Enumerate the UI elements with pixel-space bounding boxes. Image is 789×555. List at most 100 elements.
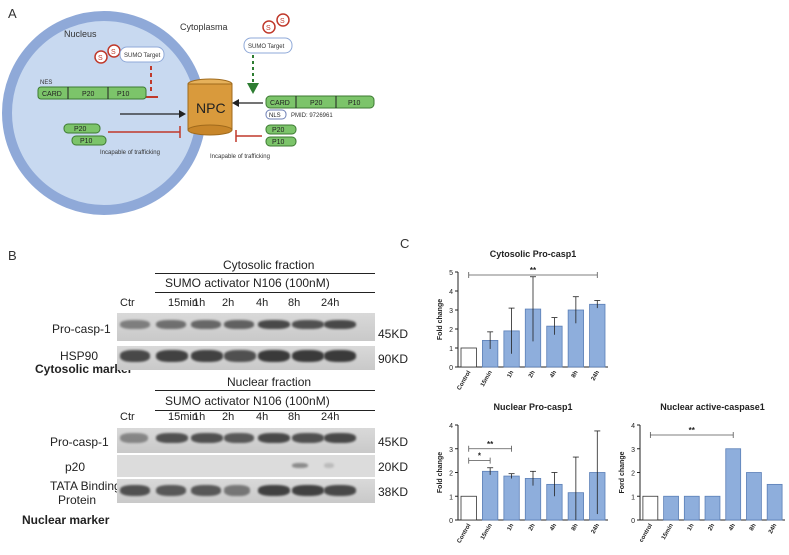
- incapable-label: Incapable of trafficking: [100, 150, 160, 156]
- x-tick-label: 4h: [549, 370, 558, 379]
- p20-fragment: [265, 124, 297, 135]
- pro-casp1-nuc-band: [324, 433, 356, 443]
- lane-ctr: Ctr: [120, 297, 135, 309]
- tbp-label-line1: TATA Binding: [50, 479, 121, 493]
- pro-casp1-cyto-band: [224, 320, 254, 329]
- kd-20: 20KD: [378, 460, 409, 474]
- bar-24h: [589, 303, 606, 368]
- chart-title: Cytosolic Pro-casp1: [490, 249, 577, 259]
- procaspase-bar: [265, 95, 375, 109]
- y-tick-label: 1: [449, 494, 453, 501]
- y-tick-label: 0: [449, 365, 453, 372]
- tbp-band: [224, 485, 250, 496]
- pro-casp1-cyto-band: [120, 320, 150, 329]
- p10-label: P10: [272, 139, 285, 146]
- nucleus-label: Nucleus: [64, 29, 97, 39]
- p20-label: P20: [310, 100, 323, 107]
- nes-label: NES: [40, 80, 52, 86]
- p20-label: P20: [82, 91, 95, 98]
- nuc-lane-15min: 15min: [168, 411, 198, 423]
- x-tick-label: 1h: [507, 370, 516, 379]
- y-axis-label: Ford change: [619, 451, 626, 493]
- cyto-lane-1h: 1h: [193, 297, 206, 309]
- x-tick-label: 2h: [708, 523, 717, 532]
- y-tick-label: 3: [449, 447, 453, 454]
- x-tick-label: 15min: [661, 523, 675, 541]
- x-tick-label: 8h: [571, 523, 580, 532]
- kd-38: 38KD: [378, 485, 409, 499]
- y-tick-label: 0: [631, 518, 635, 525]
- cyto-lane-2h: 2h: [222, 297, 235, 309]
- treatment-label-nuc: SUMO activator N106 (100nM): [165, 394, 330, 408]
- x-tick-label: Control: [457, 370, 473, 392]
- pro-casp1-cyto-band: [258, 320, 290, 329]
- p10-label: P10: [80, 138, 93, 145]
- sumo-s-label: S: [111, 49, 116, 56]
- tbp-band: [292, 485, 324, 496]
- x-tick-label: 24h: [591, 370, 602, 382]
- panel-letter-c: C: [400, 236, 410, 251]
- p10-fragment: [265, 136, 297, 147]
- nuc-lane-24h: 24h: [321, 411, 340, 423]
- y-tick-label: 4: [631, 423, 635, 430]
- nuclear-marker-label: Nuclear marker: [22, 513, 110, 527]
- x-tick-label: Control: [457, 523, 473, 545]
- cyto-lane-24h: 24h: [321, 297, 340, 309]
- hsp90-band: [258, 350, 290, 362]
- y-tick-label: 2: [449, 471, 453, 478]
- x-tick-label: 15min: [480, 370, 494, 388]
- hsp90-band: [292, 350, 324, 362]
- y-tick-label: 0: [449, 518, 453, 525]
- pro-casp1-nuc-band: [224, 433, 254, 443]
- sumo-circle-icon: [94, 50, 108, 64]
- npc-bottom: [187, 124, 233, 136]
- pro-casp1-cyto-band: [191, 320, 221, 329]
- p10-label: P10: [117, 91, 130, 98]
- tbp-band: [156, 485, 186, 496]
- pro-casp1-nuc-band: [120, 433, 148, 443]
- tbp-band: [324, 485, 356, 496]
- p10-label: P10: [348, 100, 361, 107]
- pro-casp1-label: Pro-casp-1: [52, 322, 111, 336]
- nuc-lane-8h: 8h: [288, 411, 301, 423]
- treatment-line: [155, 410, 375, 411]
- pro-casp1-cyto-band: [156, 320, 186, 329]
- cytoplasma-label: Cytoplasma: [180, 22, 228, 32]
- y-tick-label: 1: [449, 346, 453, 353]
- bar-15min: [663, 495, 679, 521]
- pro-casp1-nuc-band: [292, 433, 324, 443]
- p20-label: P20: [272, 127, 285, 134]
- sumo-target-label: SUMO Target: [124, 53, 161, 59]
- y-tick-label: 1: [631, 494, 635, 501]
- tbp-band: [120, 485, 150, 496]
- card-label: CARD: [42, 91, 62, 98]
- hsp90-band: [324, 350, 356, 362]
- y-axis-label: Fold change: [437, 299, 444, 340]
- bar-24h: [766, 483, 783, 521]
- significance-label: **: [487, 440, 494, 449]
- p20-band: [292, 463, 308, 468]
- card-label: CARD: [270, 100, 290, 107]
- sumo-target-box: [119, 46, 165, 63]
- sumo-circle-icon: [276, 13, 290, 27]
- hsp90-band: [191, 350, 223, 362]
- y-axis-label: Fold change: [437, 452, 444, 493]
- treatment-line: [155, 273, 375, 274]
- nuclear-fraction-title: Nuclear fraction: [227, 375, 312, 389]
- incapable-label: Incapable of trafficking: [210, 154, 270, 160]
- cyto-lane-15min: 15min: [168, 297, 198, 309]
- sumo-s-label: S: [266, 25, 271, 32]
- chart-title: Nuclear Pro-casp1: [493, 402, 572, 412]
- y-tick-label: 2: [449, 327, 453, 334]
- nuc-lane-1h: 1h: [193, 411, 206, 423]
- x-tick-label: 2h: [528, 523, 537, 532]
- bar-4h: [725, 448, 742, 521]
- pro-casp1-nuc-band: [156, 433, 188, 443]
- lane-ctr: Ctr: [120, 411, 135, 423]
- arrow-down-icon: [247, 83, 259, 94]
- arrow-head-icon: [232, 99, 239, 107]
- pro-casp1-nuc-band: [191, 433, 223, 443]
- x-tick-label: 8h: [571, 370, 580, 379]
- y-tick-label: 3: [631, 447, 635, 454]
